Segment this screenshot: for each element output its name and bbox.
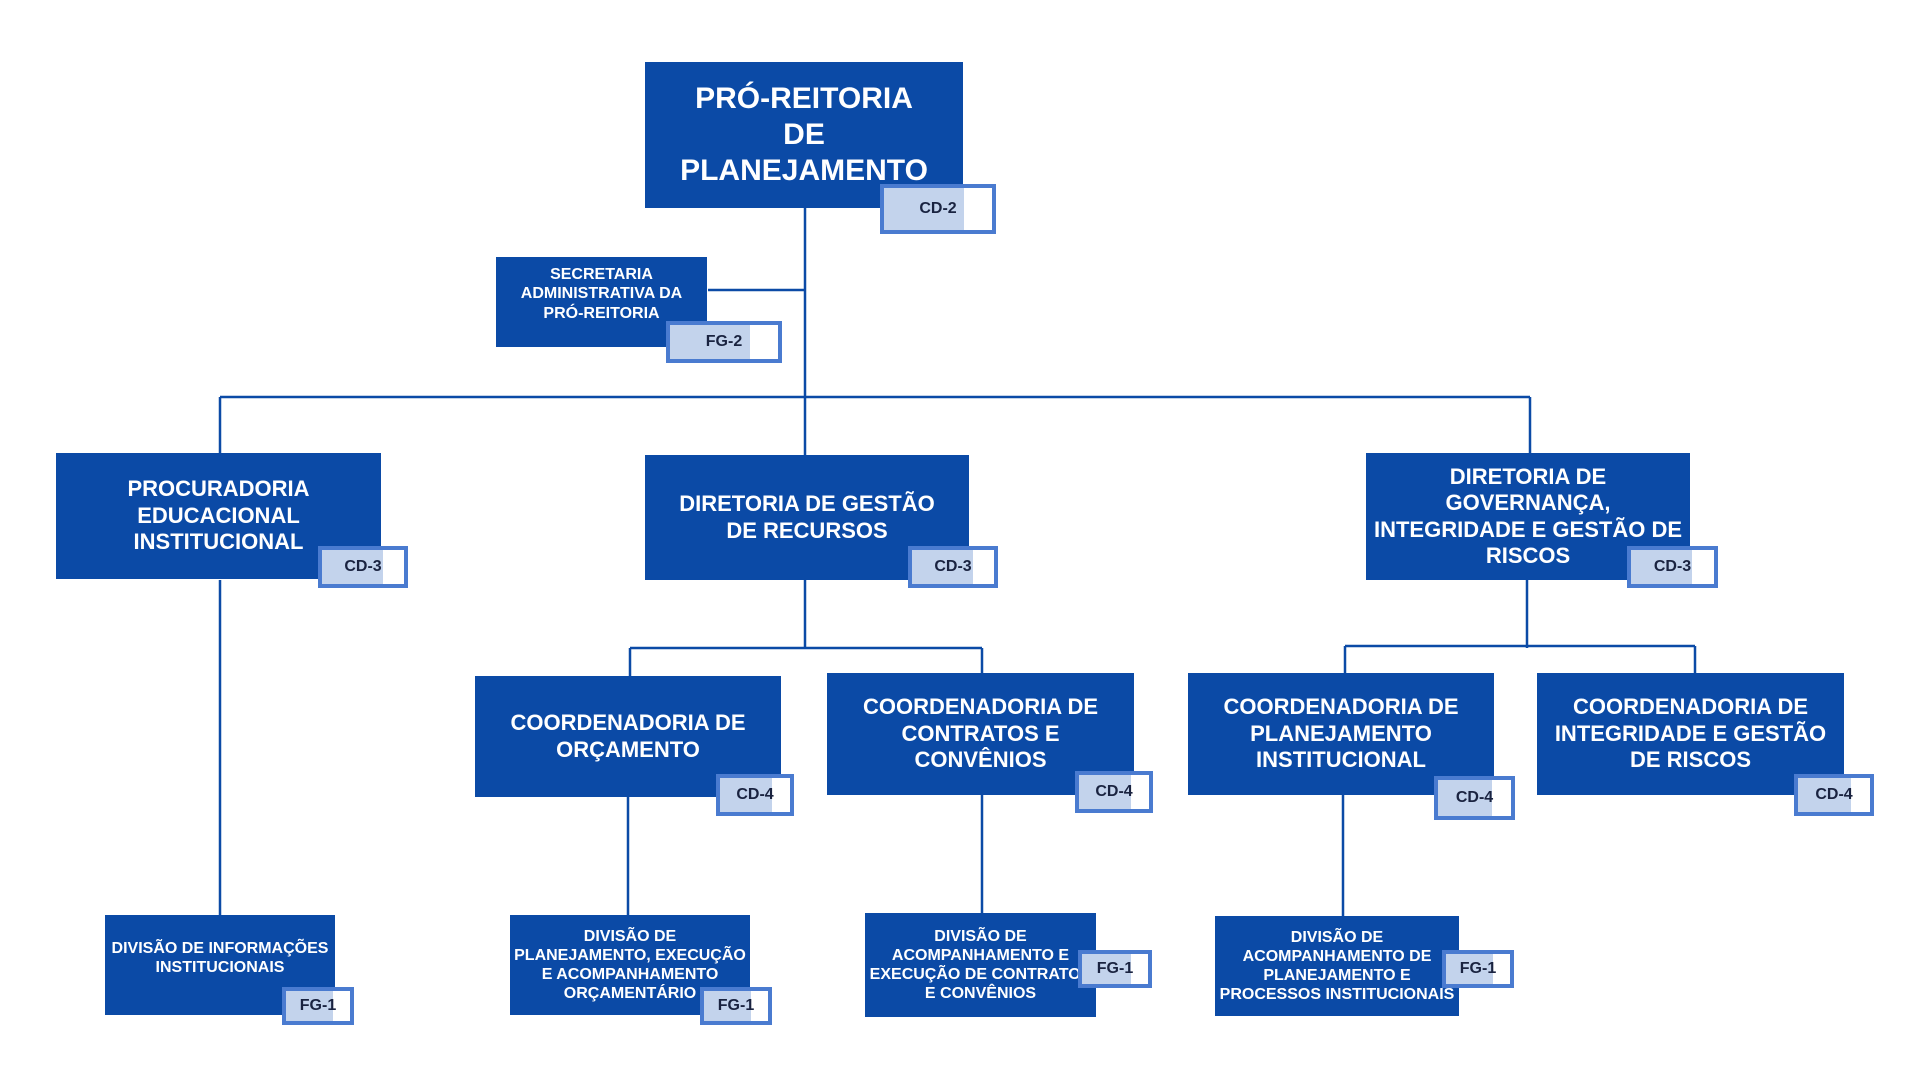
badge-processos-fg-1: FG-1 xyxy=(1442,950,1514,988)
node-title: PROCURADORIA EDUCACIONAL INSTITUCIONAL xyxy=(127,476,310,555)
node-coord-integridade: COORDENADORIA DE INTEGRIDADE E GESTÃO DE… xyxy=(1537,673,1844,795)
node-title: DIVISÃO DE ACOMPANHAMENTO E EXECUÇÃO DE … xyxy=(869,927,1092,1003)
badge-governanca-cd-3: CD-3 xyxy=(1627,546,1718,588)
node-title: DIVISÃO DE PLANEJAMENTO, EXECUÇÃO E ACOM… xyxy=(514,927,746,1003)
node-coord-orcamento: COORDENADORIA DE ORÇAMENTO xyxy=(475,676,781,797)
connector-recursos-bus xyxy=(628,580,984,676)
node-title: COORDENADORIA DE CONTRATOS E CONVÊNIOS xyxy=(862,694,1099,773)
node-title: DIRETORIA DE GOVERNANÇA, INTEGRIDADE E G… xyxy=(1373,463,1683,568)
badge-code: FG-1 xyxy=(1459,960,1497,977)
node-title: COORDENADORIA DE ORÇAMENTO xyxy=(510,710,746,762)
badge-code: CD-4 xyxy=(1455,789,1494,806)
badge-orcamentario-fg-1: FG-1 xyxy=(700,987,772,1025)
badge-contratos-cd-4: CD-4 xyxy=(1075,771,1153,813)
node-title: SECRETARIA ADMINISTRATIVA DA PRÓ-REITORI… xyxy=(520,266,683,322)
badge-cd-2: CD-2 xyxy=(880,184,996,234)
node-title: DIVISÃO DE INFORMAÇÕES INSTITUCIONAIS xyxy=(111,939,329,976)
badge-informacoes-fg-1: FG-1 xyxy=(282,987,354,1025)
connector-top-bus xyxy=(218,395,1532,453)
badge-code: CD-4 xyxy=(736,786,774,803)
badge-code: CD-3 xyxy=(344,558,382,575)
node-div-informacoes: DIVISÃO DE INFORMAÇÕES INSTITUCIONAIS xyxy=(105,915,335,1015)
node-title: COORDENADORIA DE INTEGRIDADE E GESTÃO DE… xyxy=(1554,694,1827,773)
node-coord-contratos: COORDENADORIA DE CONTRATOS E CONVÊNIOS xyxy=(827,673,1134,795)
node-pro-reitoria: PRÓ-REITORIA DE PLANEJAMENTO xyxy=(645,62,963,208)
node-div-contratos: DIVISÃO DE ACOMPANHAMENTO E EXECUÇÃO DE … xyxy=(865,913,1096,1017)
badge-fg-2: FG-2 xyxy=(666,321,782,363)
badge-recursos-cd-3: CD-3 xyxy=(908,546,998,588)
node-div-orcamentario: DIVISÃO DE PLANEJAMENTO, EXECUÇÃO E ACOM… xyxy=(510,915,750,1015)
connector-governanca-bus xyxy=(1343,580,1697,673)
node-title: COORDENADORIA DE PLANEJAMENTO INSTITUCIO… xyxy=(1223,694,1459,773)
badge-code: CD-3 xyxy=(1653,558,1692,575)
badge-code: CD-2 xyxy=(919,200,957,217)
badge-code: FG-1 xyxy=(299,997,337,1014)
node-title: DIVISÃO DE ACOMPANHAMENTO DE PLANEJAMENT… xyxy=(1219,928,1455,1004)
badge-code: CD-3 xyxy=(934,558,972,575)
node-div-processos: DIVISÃO DE ACOMPANHAMENTO DE PLANEJAMENT… xyxy=(1215,916,1459,1016)
badge-code: FG-1 xyxy=(1096,960,1134,977)
node-coord-planejamento: COORDENADORIA DE PLANEJAMENTO INSTITUCIO… xyxy=(1188,673,1494,795)
badge-orcamento-cd-4: CD-4 xyxy=(716,774,794,816)
badge-code: CD-4 xyxy=(1815,786,1853,803)
badge-code: FG-2 xyxy=(705,333,743,350)
badge-contratos-fg-1: FG-1 xyxy=(1078,950,1152,988)
badge-code: FG-1 xyxy=(717,997,755,1014)
badge-code: CD-4 xyxy=(1095,783,1133,800)
badge-planejamento-cd-4: CD-4 xyxy=(1434,776,1515,820)
node-title: DIRETORIA DE GESTÃO DE RECURSOS xyxy=(679,491,935,543)
badge-procuradoria-cd-3: CD-3 xyxy=(318,546,408,588)
badge-integridade-cd-4: CD-4 xyxy=(1794,774,1874,816)
node-title: PRÓ-REITORIA DE PLANEJAMENTO xyxy=(680,82,928,187)
